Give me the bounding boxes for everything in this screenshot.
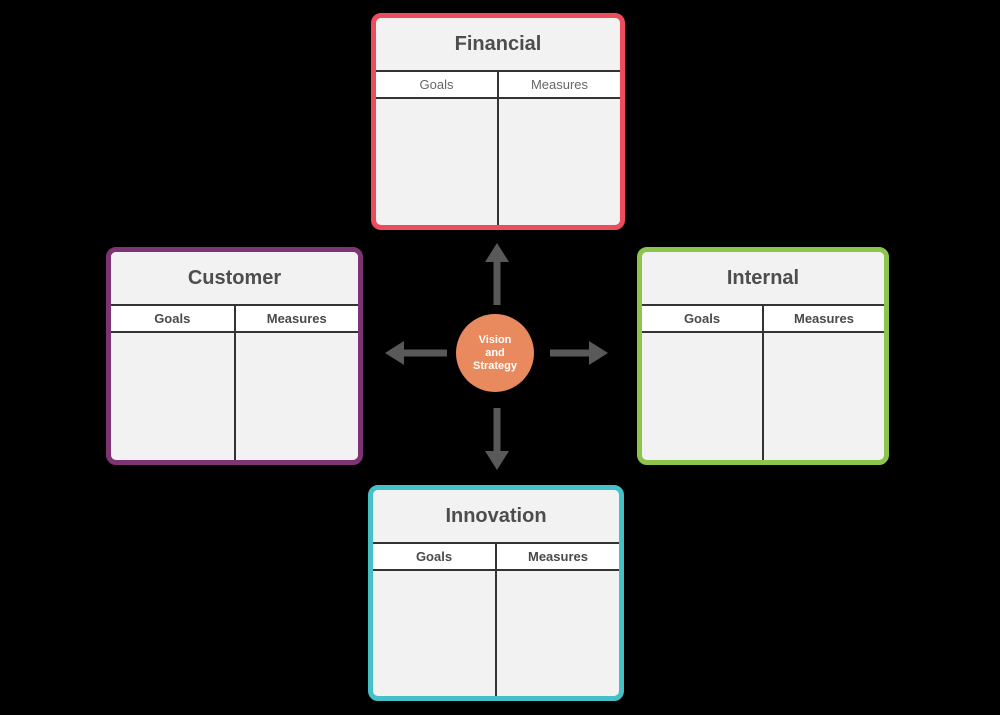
panel-internal-header-row: Goals Measures [642,306,884,333]
strategy-line: Strategy [472,359,518,372]
panel-financial-header-row: Goals Measures [376,72,620,99]
panel-customer-title: Customer [111,252,358,306]
panel-internal-goals-header: Goals [683,311,721,326]
panel-financial-goals-header: Goals [419,77,454,92]
panel-customer-measures-cell [233,333,359,460]
panel-innovation-body [373,571,619,696]
panel-customer-measures-header: Measures [233,306,359,331]
panel-customer-goals-cell [111,333,234,460]
panel-innovation-goals-cell [373,571,495,696]
arrow-down-icon [485,408,509,470]
panel-innovation-measures-header: Measures [495,544,619,569]
panel-financial-body [376,99,620,225]
arrow-right-icon [550,341,608,365]
radial-arrows [385,243,608,470]
panel-financial-measures-header: Measures [497,72,620,97]
panel-internal-goals-cell [642,333,762,460]
panel-internal-measures-header: Measures [762,306,884,331]
vision-and-strategy-circle: Vision and Strategy [456,314,534,392]
and-line: and [485,346,505,359]
panel-customer-body [111,333,358,460]
panel-customer-header-row: Goals Measures [111,306,358,333]
panel-financial: Financial Goals Measures [371,13,625,230]
panel-internal: Internal Goals Measures [637,247,889,465]
arrow-up-icon [485,243,509,305]
arrow-left-icon [385,341,447,365]
vision-line: Vision [478,333,512,346]
panel-innovation: Innovation Goals Measures [368,485,624,701]
panel-financial-measures-cell [497,99,620,225]
panel-financial-title: Financial [376,18,620,72]
panel-financial-goals-cell [376,99,497,225]
panel-internal-measures-cell [762,333,884,460]
panel-customer-goals-header: Goals [154,311,191,326]
panel-internal-body [642,333,884,460]
panel-innovation-goals-header: Goals [415,549,453,564]
panel-innovation-measures-cell [495,571,619,696]
panel-innovation-title: Innovation [373,490,619,544]
panel-innovation-header-row: Goals Measures [373,544,619,571]
panel-customer: Customer Goals Measures [106,247,363,465]
panel-internal-title: Internal [642,252,884,306]
